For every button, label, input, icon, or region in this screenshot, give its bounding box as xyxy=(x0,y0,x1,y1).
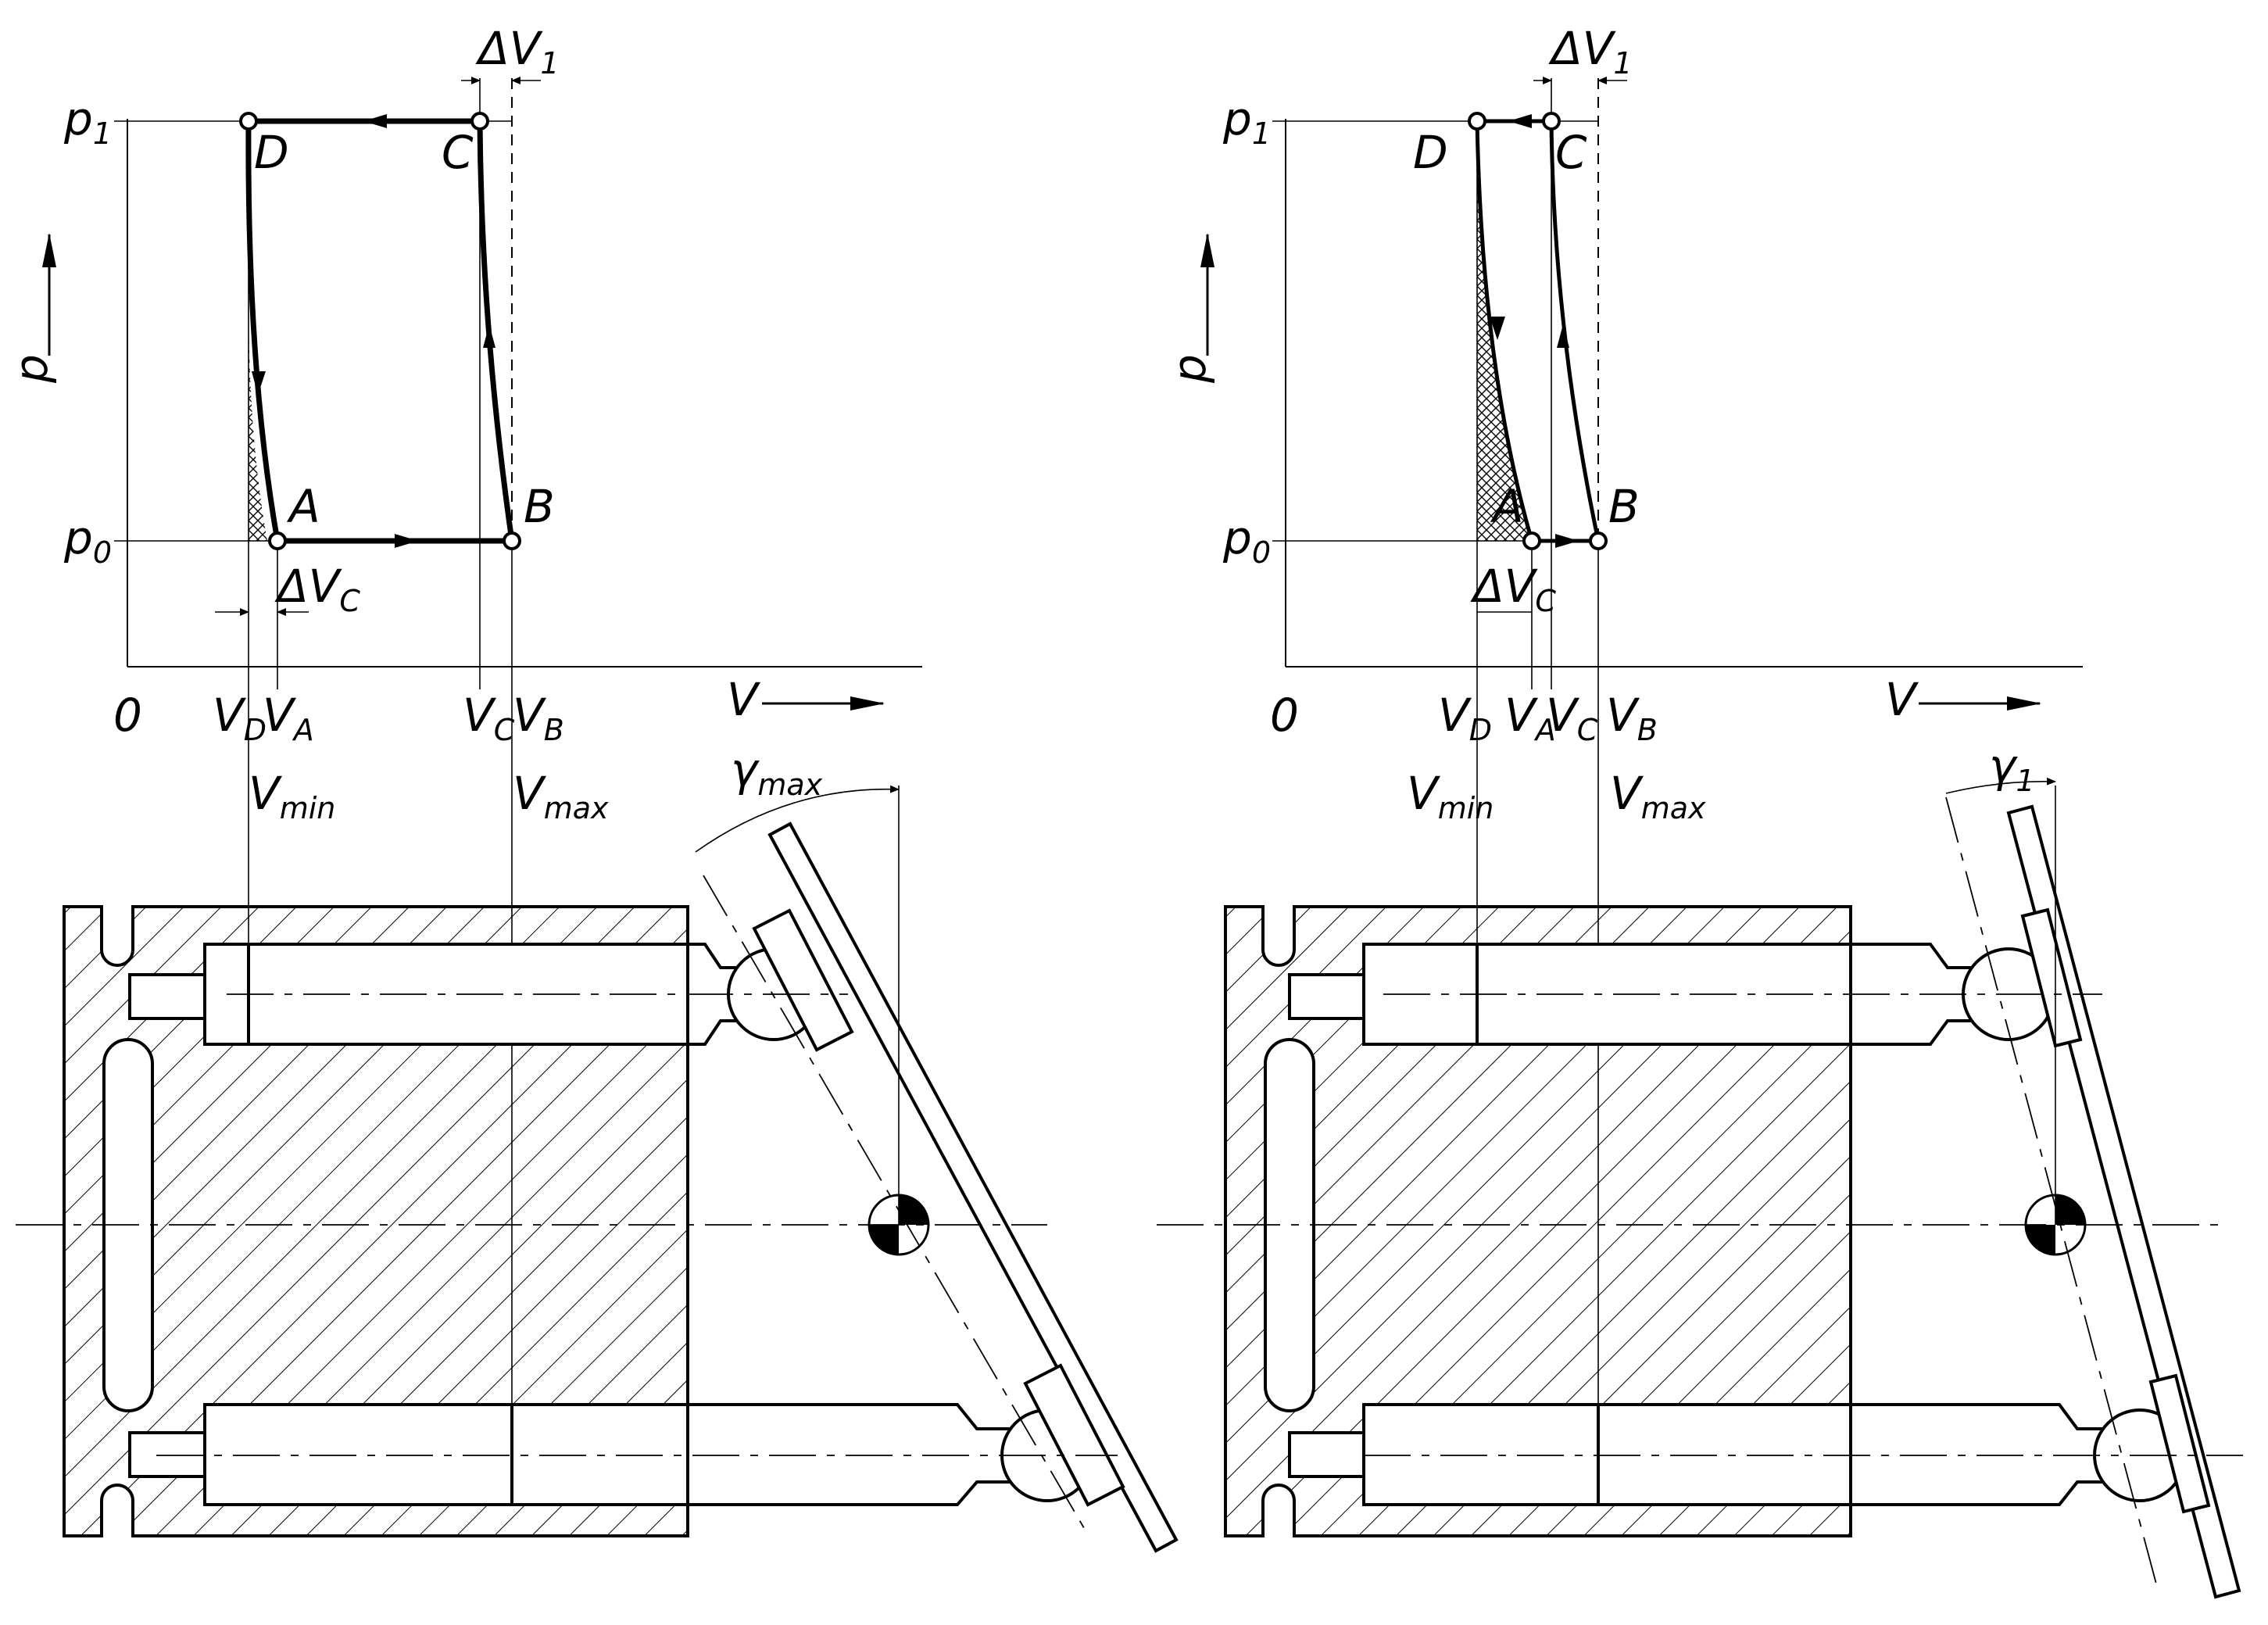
left-point-C: C xyxy=(442,126,474,179)
left-point-D: D xyxy=(254,126,289,179)
left-pump-section xyxy=(16,689,1179,1553)
right-labels: p V 0 p1 p0 D C A B ΔV1 ΔVC VD VA VC VB … xyxy=(1163,22,2035,825)
right-Vmax-label: Vmax xyxy=(1610,767,1706,825)
right-point-C: C xyxy=(1555,126,1587,179)
left-angle-label: γmax xyxy=(731,743,823,802)
right-pump-section xyxy=(1157,689,2243,1599)
left-VB-label: VB xyxy=(513,689,564,747)
right-point-B: B xyxy=(1608,480,1640,533)
right-p0-label: p0 xyxy=(1222,511,1271,570)
left-labels: p V 0 p1 p0 D C A B ΔV1 ΔVC VD VA VC VB … xyxy=(5,22,823,825)
right-point-A: A xyxy=(1490,480,1524,533)
left-Vmin-label: Vmin xyxy=(249,767,335,825)
left-VD-label: VD xyxy=(213,689,267,747)
left-point-B: B xyxy=(524,480,555,533)
left-VA-label: VA xyxy=(263,689,314,747)
left-p1-label: p1 xyxy=(63,92,112,151)
right-VD-label: VD xyxy=(1438,689,1492,747)
right-VC-label: VC xyxy=(1546,689,1598,747)
left-pv-chart xyxy=(42,77,922,710)
left-Vmax-label: Vmax xyxy=(513,767,609,825)
right-VB-label: VB xyxy=(1606,689,1658,747)
right-VA-label: VA xyxy=(1504,689,1556,747)
right-p1-label: p1 xyxy=(1222,92,1271,151)
right-dV1-label: ΔV1 xyxy=(1548,22,1633,81)
left-p0-label: p0 xyxy=(63,511,112,570)
left-diagram: p V 0 p1 p0 D C A B ΔV1 ΔVC VD VA VC VB … xyxy=(5,22,1179,1553)
left-x-axis-label: V xyxy=(727,673,761,726)
left-y-axis-label: p xyxy=(5,354,58,384)
right-Vmin-label: Vmin xyxy=(1407,767,1494,825)
right-y-axis-label: p xyxy=(1163,354,1216,384)
right-origin-label: 0 xyxy=(1270,689,1299,742)
right-pv-chart xyxy=(1200,77,2083,710)
left-point-A: A xyxy=(286,480,320,533)
left-dV1-label: ΔV1 xyxy=(475,22,560,81)
right-point-D: D xyxy=(1413,126,1448,179)
right-angle-label: γ1 xyxy=(1989,739,2035,798)
right-dVC-label: ΔVC xyxy=(1470,560,1556,618)
right-diagram: p V 0 p1 p0 D C A B ΔV1 ΔVC VD VA VC VB … xyxy=(1157,22,2243,1599)
left-VC-label: VC xyxy=(463,689,515,747)
left-origin-label: 0 xyxy=(113,689,142,742)
left-dVC-label: ΔVC xyxy=(274,560,360,618)
right-x-axis-label: V xyxy=(1885,673,1919,726)
